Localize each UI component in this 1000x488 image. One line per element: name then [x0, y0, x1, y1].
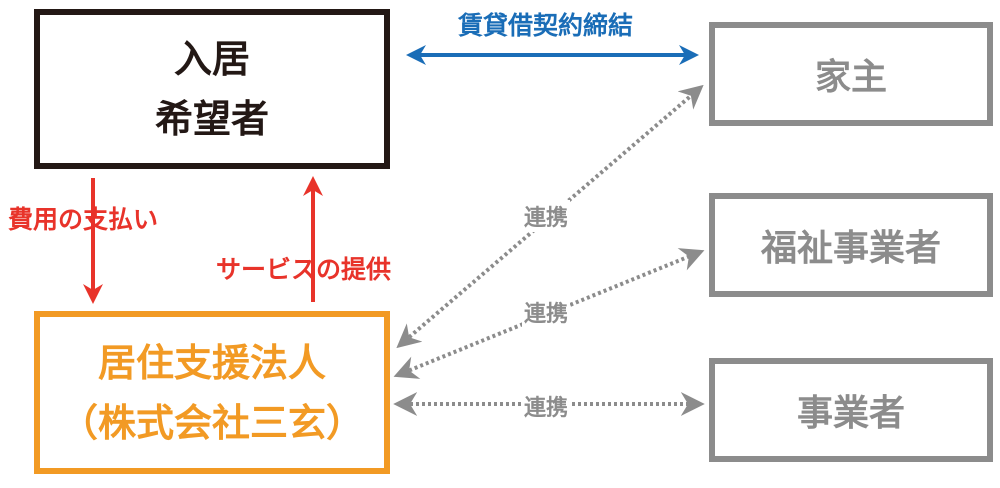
support-label-line2: （株式会社三玄） [59, 400, 364, 445]
applicant-label-line1: 入居 [173, 37, 250, 81]
service-label: サービスの提供 [216, 255, 392, 284]
business-node: 事業者 [709, 358, 993, 462]
link-business-label: 連携 [522, 390, 571, 422]
link-landlord-label: 連携 [522, 200, 571, 232]
applicant-node: 入居 希望者 [34, 9, 390, 169]
welfare-provider-node: 福祉事業者 [709, 193, 993, 297]
lease-label: 賃貸借契約締結 [458, 11, 634, 40]
welfare-label: 福祉事業者 [760, 228, 941, 269]
landlord-node: 家主 [709, 22, 993, 126]
support-corporation-node: 居住支援法人 （株式会社三玄） [34, 311, 390, 474]
landlord-label: 家主 [814, 57, 887, 98]
applicant-label-line2: 希望者 [154, 97, 269, 141]
payment-label: 費用の支払い [8, 205, 159, 234]
link-welfare-label: 連携 [522, 296, 571, 328]
business-label: 事業者 [796, 393, 905, 434]
support-label-line1: 居住支援法人 [97, 340, 326, 385]
